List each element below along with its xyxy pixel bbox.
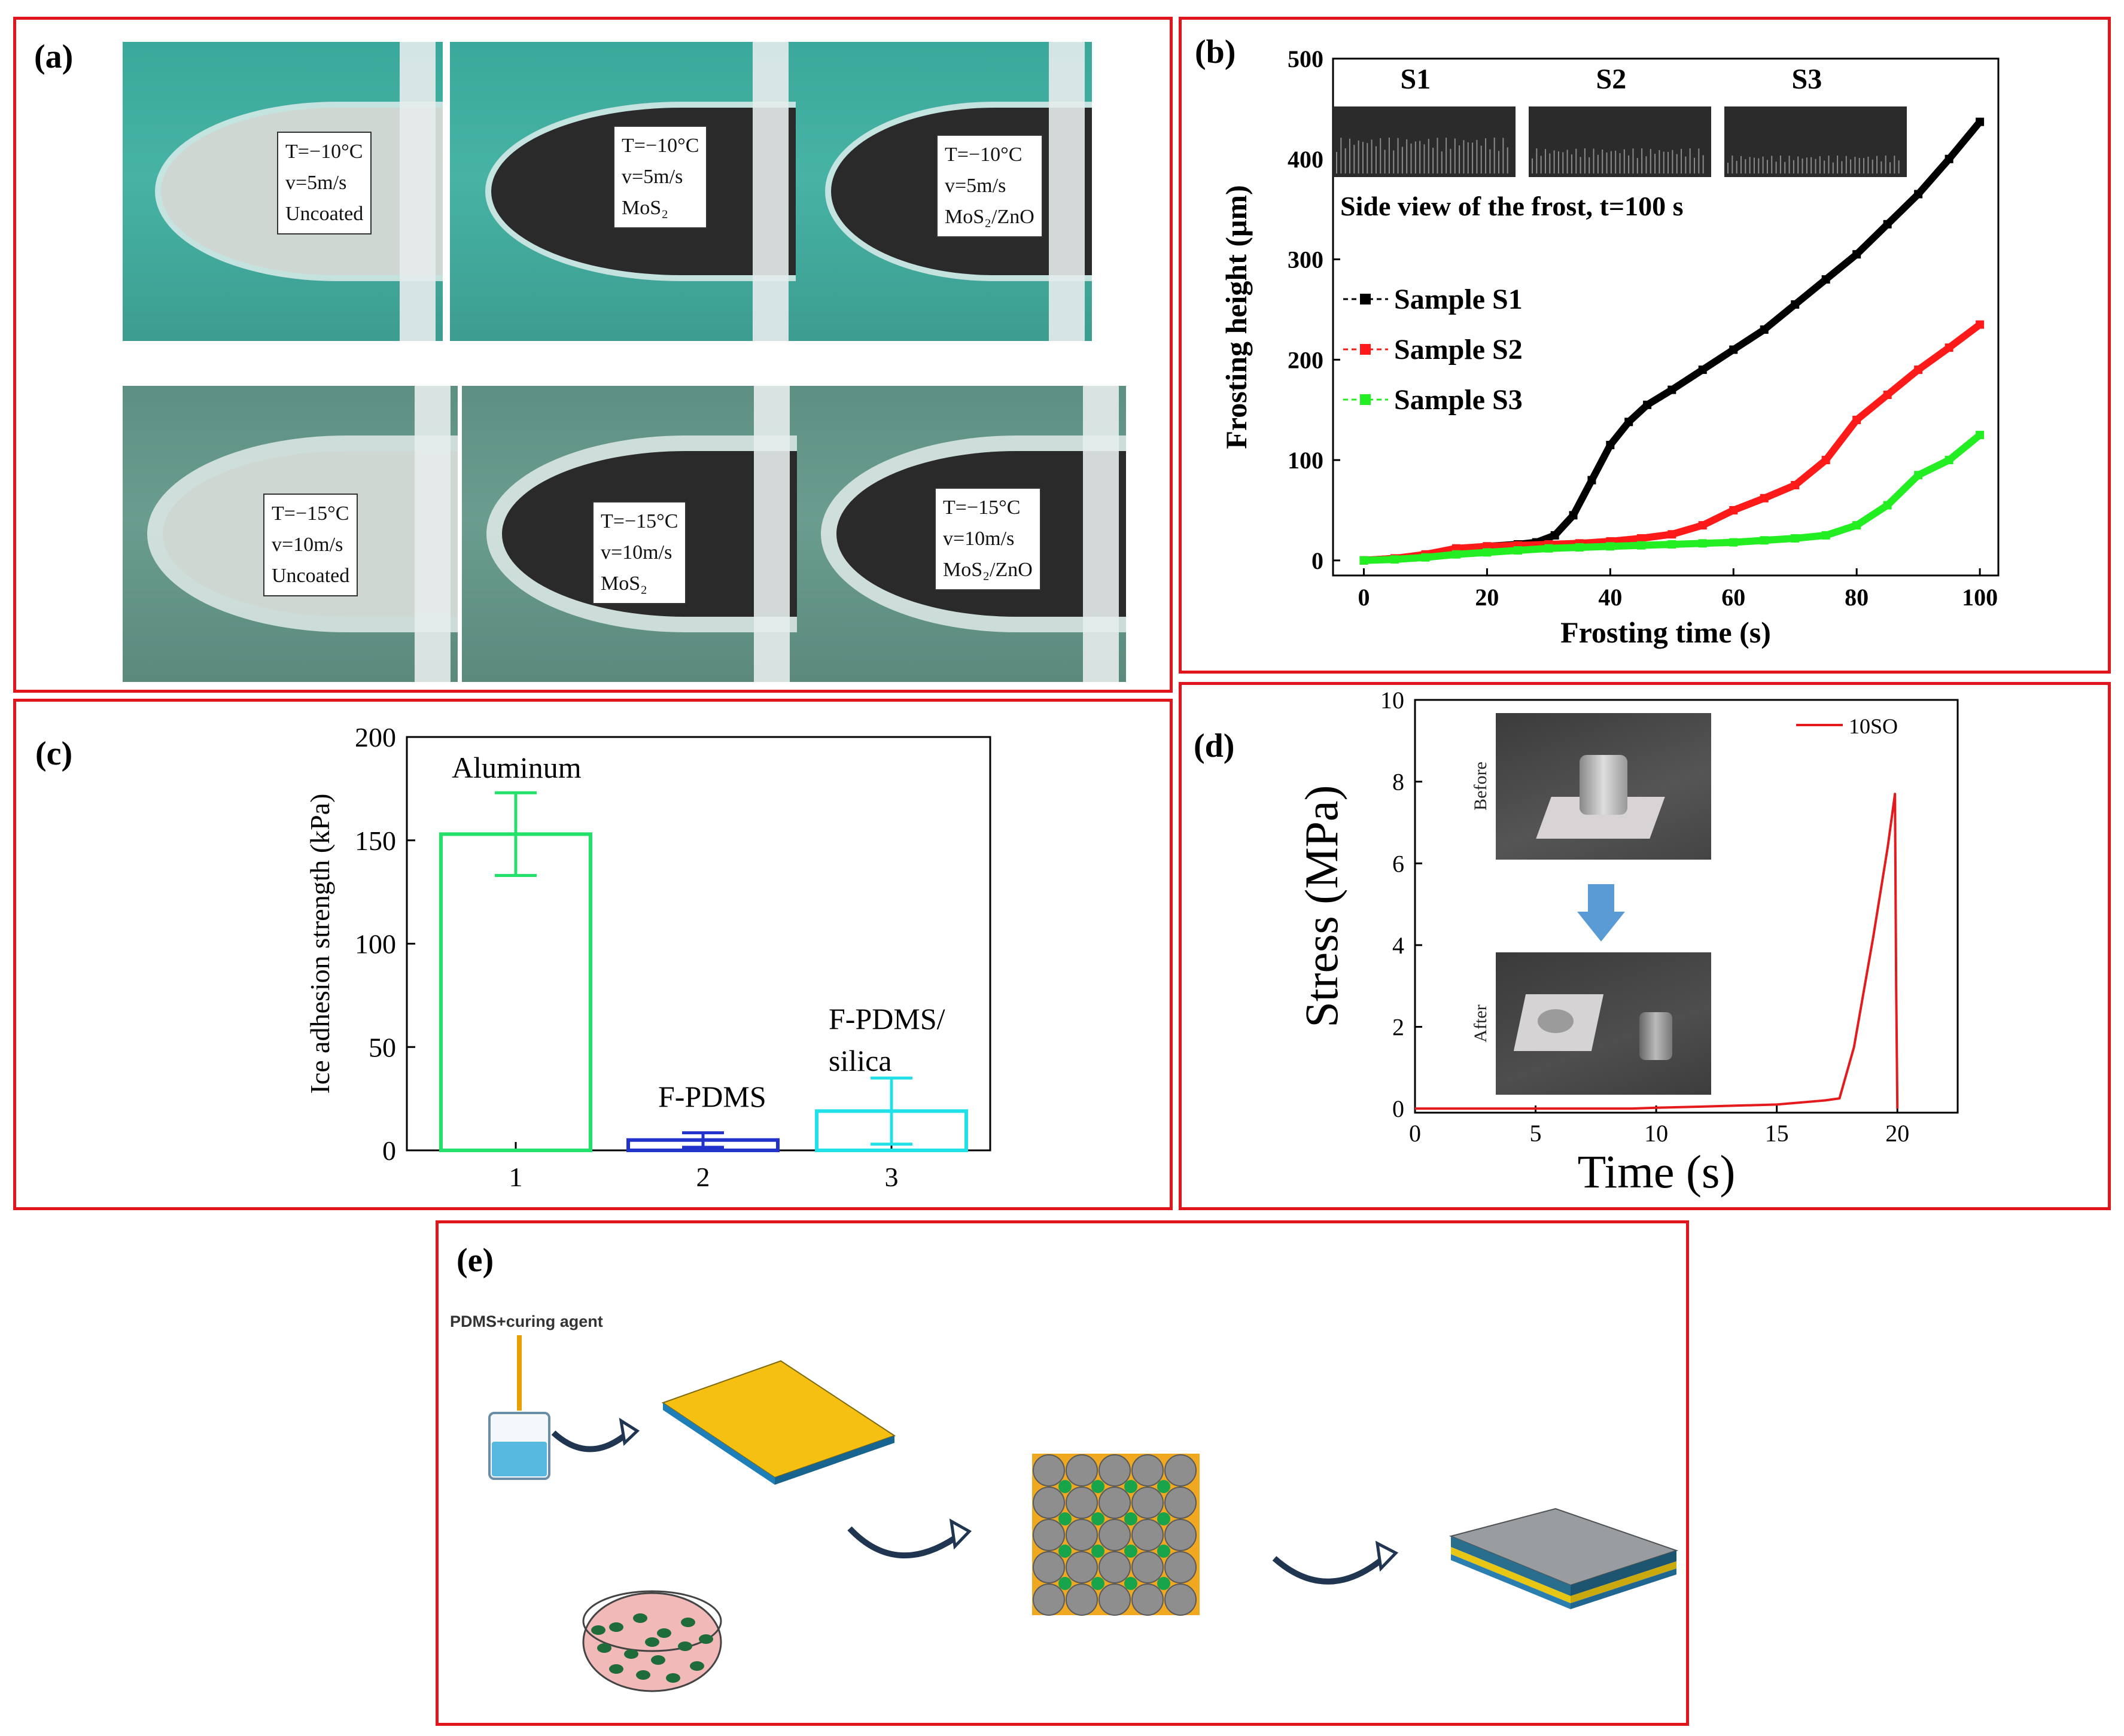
condition-v: v=5m/s: [945, 175, 1006, 197]
inset-before-label: Before: [1471, 762, 1490, 811]
svg-text:Before: Before: [1471, 762, 1490, 811]
condition-T: T=−15°C: [601, 510, 678, 532]
panel-e: (e): [436, 1220, 1689, 1726]
panel-b-label: (b): [1195, 33, 1236, 71]
cylinder-shape: [1639, 1012, 1672, 1060]
svg-text:After: After: [1471, 1004, 1490, 1042]
condition-coating: MoS₂: [622, 197, 668, 219]
condition-v: v=10m/s: [943, 528, 1015, 550]
condition-coating: MoS₂/ZnO: [945, 206, 1034, 228]
panel-c: (c): [13, 699, 1173, 1210]
panel-c-label: (c): [35, 735, 73, 772]
condition-coating: MoS₂: [601, 572, 647, 595]
panel-b: (b): [1179, 17, 2111, 674]
condition-coating: Uncoated: [272, 565, 350, 587]
inset-after-label: After: [1471, 1004, 1490, 1042]
condition-v: v=10m/s: [272, 534, 343, 556]
condition-coating: Uncoated: [285, 203, 364, 225]
panel-e-label: (e): [457, 1242, 494, 1279]
condition-T: T=−10°C: [285, 141, 363, 163]
panel-a-label: (a): [34, 38, 74, 75]
inset-after-photo: [1496, 952, 1711, 1095]
icing-photo: [450, 42, 796, 341]
mount-post-shape: [754, 386, 790, 682]
condition-T: T=−15°C: [943, 497, 1021, 519]
mount-post-shape: [1049, 42, 1085, 341]
condition-T: T=−15°C: [272, 502, 349, 525]
cylinder-shape: [1580, 755, 1627, 815]
down-arrow-head-icon: [1577, 912, 1625, 942]
inset-before-photo: [1496, 713, 1711, 860]
mount-post-shape: [1083, 386, 1119, 682]
down-arrow-icon: [1588, 884, 1614, 913]
mount-post-shape: [400, 42, 436, 341]
condition-coating: MoS₂/ZnO: [943, 559, 1033, 581]
condition-T: T=−10°C: [622, 135, 699, 157]
mount-post-shape: [415, 386, 451, 682]
condition-v: v=5m/s: [285, 172, 347, 194]
condition-v: v=10m/s: [601, 541, 673, 564]
condition-T: T=−10°C: [945, 144, 1023, 166]
ice-spot-shape: [1538, 1009, 1574, 1033]
panel-d-label: (d): [1194, 727, 1235, 765]
mount-post-shape: [753, 42, 789, 341]
condition-v: v=5m/s: [622, 166, 683, 188]
